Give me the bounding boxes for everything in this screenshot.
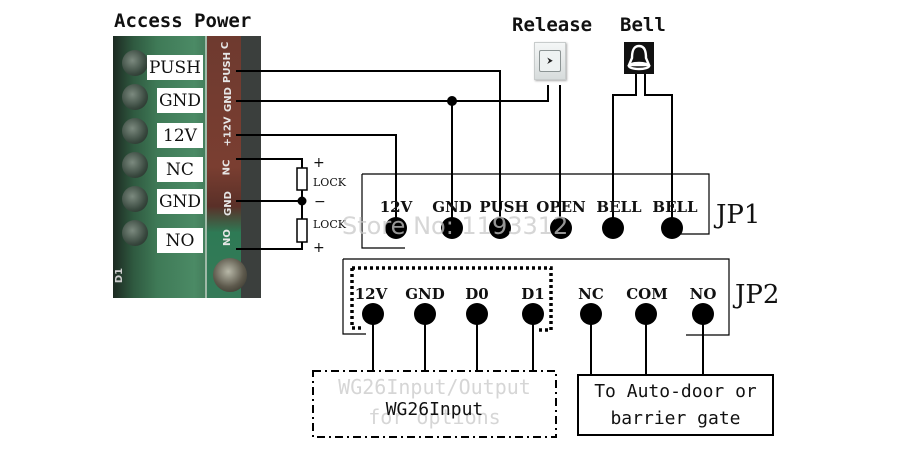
jp2-name: JP2	[735, 280, 780, 310]
wire-12v	[236, 134, 397, 228]
bell-title: Bell	[620, 14, 666, 36]
wire-bell-1	[612, 74, 637, 228]
lock-resistor-upper	[296, 167, 308, 191]
wg26-dotted-region-left	[350, 268, 362, 330]
jp1-box	[362, 173, 710, 235]
mounting-screw	[213, 258, 247, 292]
terminal-screw	[122, 118, 148, 144]
wg26-label: WG26Input	[385, 399, 484, 420]
wg26-ghost-line1: WG26Input/Output	[338, 375, 531, 399]
jp1-pin-open	[550, 217, 572, 239]
wire-nc-lock	[236, 158, 303, 168]
wg26-ghost-line2: for options	[368, 405, 501, 429]
terminal-screw	[122, 220, 148, 246]
lock-upper-plus: +	[313, 155, 325, 171]
jp2-box	[343, 258, 730, 336]
lock-resistor-lower	[296, 218, 308, 243]
jp2-label-gnd: GND	[405, 285, 445, 303]
auto-door-line1: To Auto-door or	[594, 381, 757, 402]
exit-button-icon: ⮞	[534, 42, 566, 80]
jp2-label-d1: D1	[521, 285, 545, 303]
terminal-screw	[122, 50, 148, 76]
jp1-label-bell-2: BELL	[652, 198, 698, 216]
jp2-label-no: NO	[689, 285, 717, 303]
gnd-junction-dot	[447, 96, 457, 106]
jp1-pin-12v	[385, 217, 407, 239]
auto-door-box	[577, 374, 774, 436]
jp1-label-gnd: GND	[432, 198, 472, 216]
wire-push	[236, 70, 501, 228]
wg26-dotted-region	[352, 266, 553, 332]
wire-gnd-release	[236, 85, 549, 102]
lock-lower-plus: +	[313, 240, 325, 256]
jp2-label-nc: NC	[578, 285, 604, 303]
terminal-screw	[122, 84, 148, 110]
terminal-label-push: PUSH	[147, 55, 203, 80]
jp1-label-push: PUSH	[479, 198, 529, 216]
auto-door-line2: barrier gate	[610, 408, 741, 429]
store-watermark: Store No: 1193312	[342, 212, 569, 240]
jp2-label-d0: D0	[465, 285, 489, 303]
lock-minus: −	[314, 194, 326, 210]
terminal-screw	[122, 186, 148, 212]
terminal-label-gnd: GND	[157, 88, 203, 113]
key-icon: ⮞	[539, 50, 561, 72]
bell-icon	[624, 42, 654, 74]
terminal-screw	[122, 152, 148, 178]
jp1-box-left	[361, 174, 405, 249]
jp1-pin-bell-2	[661, 217, 683, 239]
terminal-label-gnd2: GND	[157, 189, 203, 214]
wire-bell-2	[644, 74, 673, 228]
terminal-label-nc: NC	[157, 157, 203, 182]
jp1-pin-gnd	[441, 217, 463, 239]
access-power-title: Access Power	[114, 10, 252, 32]
terminal-label-12v: 12V	[157, 123, 203, 148]
jp1-name: JP1	[716, 200, 761, 230]
jp2-label-com: COM	[626, 285, 668, 303]
lock-junction-dot	[297, 196, 307, 206]
terminal-label-no: NO	[157, 228, 203, 253]
jp1-label-12v: 12V	[379, 198, 413, 216]
jp2-box-left	[342, 259, 366, 335]
jp1-label-open: OPEN	[536, 198, 586, 216]
lock-lower-label: LOCK	[313, 218, 346, 231]
jp1-label-bell-1: BELL	[596, 198, 642, 216]
jp1-pin-push	[489, 217, 511, 239]
lock-upper-label: LOCK	[313, 176, 346, 189]
wire-no-lock	[236, 242, 303, 250]
jp2-label-12v: 12V	[354, 285, 388, 303]
release-title: Release	[512, 14, 593, 36]
jp1-pin-bell-1	[602, 217, 624, 239]
wg26-box	[312, 370, 557, 438]
